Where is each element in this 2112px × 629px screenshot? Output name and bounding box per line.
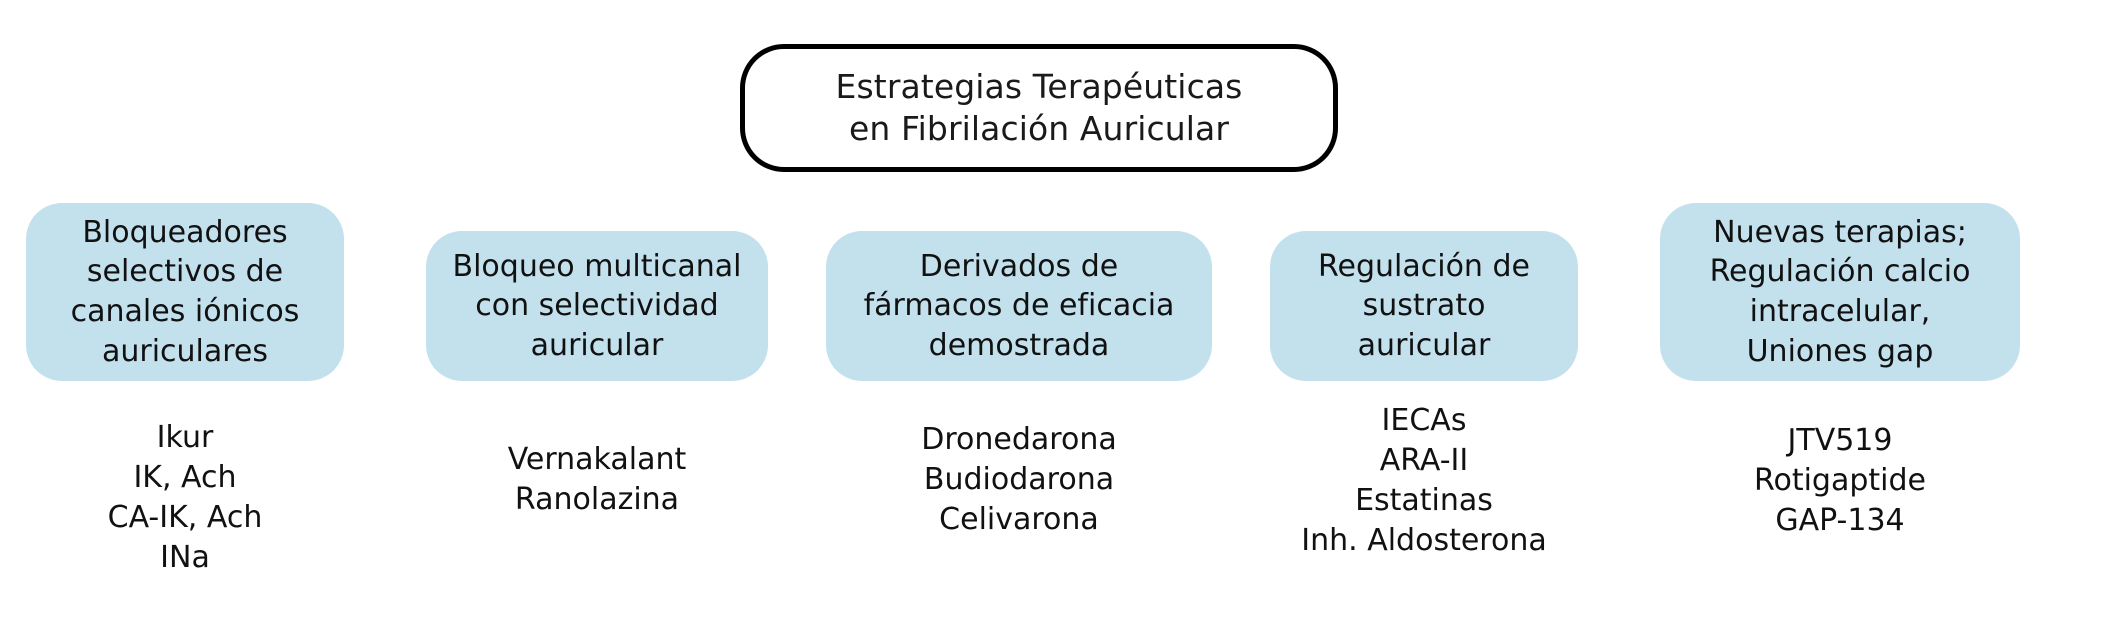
- list-item: IECAs: [1381, 403, 1467, 438]
- category-column-1: Bloqueadores selectivos de canales iónic…: [26, 203, 344, 578]
- category-box-2: Bloqueo multicanal con selectividad auri…: [426, 231, 768, 381]
- category-label-2: Bloqueo multicanal con selectividad auri…: [452, 248, 742, 363]
- list-item: Ikur: [156, 420, 214, 455]
- list-item: INa: [160, 539, 210, 575]
- list-item: Celivarona: [939, 501, 1099, 537]
- item-list-2: Vernakalant Ranolazina: [426, 440, 768, 520]
- category-label-3: Derivados de fármacos de eficacia demost…: [863, 248, 1175, 363]
- root-node-label: Estrategias Terapéuticas en Fibrilación …: [835, 66, 1243, 148]
- category-label-1: Bloqueadores selectivos de canales iónic…: [70, 214, 300, 369]
- list-item: Budiodarona: [923, 461, 1115, 497]
- list-item: Ranolazina: [514, 481, 680, 517]
- list-item: Estatinas: [1355, 482, 1493, 518]
- item-list-5: JTV519 Rotigaptide GAP-134: [1660, 421, 2020, 541]
- category-column-2: Bloqueo multicanal con selectividad auri…: [426, 203, 768, 520]
- list-item: JTV519: [1787, 423, 1893, 458]
- category-column-5: Nuevas terapias; Regulación calcio intra…: [1660, 203, 2020, 541]
- category-box-1: Bloqueadores selectivos de canales iónic…: [26, 203, 344, 381]
- list-item: Inh. Aldosterona: [1301, 522, 1547, 558]
- category-box-3: Derivados de fármacos de eficacia demost…: [826, 231, 1212, 381]
- list-item: Dronedarona: [921, 422, 1117, 457]
- list-item: IK, Ach: [133, 459, 237, 495]
- item-list-3: Dronedarona Budiodarona Celivarona: [826, 420, 1212, 540]
- item-list-4: IECAs ARA-II Estatinas Inh. Aldosterona: [1270, 401, 1578, 561]
- item-list-1: Ikur IK, Ach CA-IK, Ach INa: [26, 418, 344, 578]
- list-item: Rotigaptide: [1753, 462, 1927, 498]
- root-node-strategies: Estrategias Terapéuticas en Fibrilación …: [740, 44, 1338, 172]
- category-label-5: Nuevas terapias; Regulación calcio intra…: [1709, 214, 1971, 369]
- category-column-3: Derivados de fármacos de eficacia demost…: [826, 203, 1212, 540]
- list-item: CA-IK, Ach: [107, 499, 263, 535]
- category-column-4: Regulación de sustrato auricular IECAs A…: [1270, 203, 1578, 561]
- category-label-4: Regulación de sustrato auricular: [1318, 248, 1530, 363]
- list-item: Vernakalant: [507, 442, 687, 477]
- category-box-5: Nuevas terapias; Regulación calcio intra…: [1660, 203, 2020, 381]
- category-box-4: Regulación de sustrato auricular: [1270, 231, 1578, 381]
- list-item: GAP-134: [1775, 502, 1905, 538]
- list-item: ARA-II: [1379, 442, 1469, 478]
